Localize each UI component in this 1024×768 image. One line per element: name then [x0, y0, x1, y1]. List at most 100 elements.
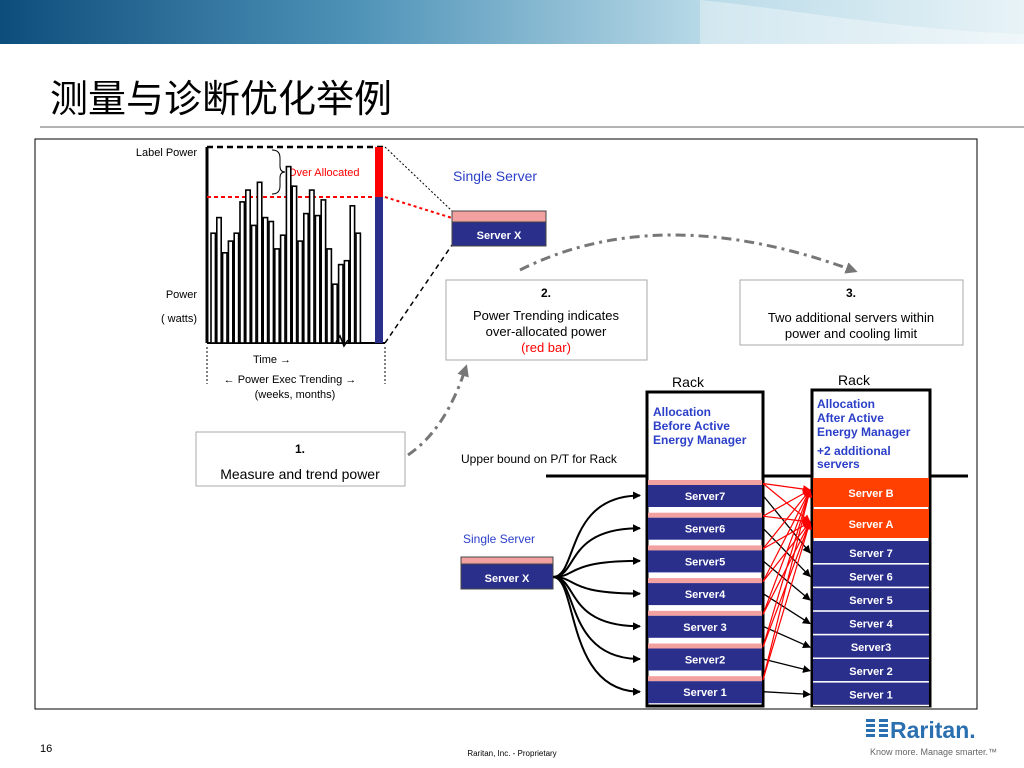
step-2-line2: over-allocated power	[486, 324, 607, 339]
page-title: 测量与诊断优化举例	[50, 77, 392, 121]
rack-after-alloc-1: Allocation	[817, 397, 875, 411]
map-arrow	[762, 690, 811, 698]
fan-arrows	[552, 491, 641, 696]
rack-after-new-server-label: Server B	[848, 488, 893, 500]
upper-bound-label: Upper bound on P/T for Rack	[461, 452, 618, 466]
rack-before-overalloc-strip	[648, 480, 762, 485]
rack-before-overalloc-strip	[648, 610, 762, 616]
label-power-text: Label Power	[136, 147, 197, 159]
exec-trending-label: ← Power Exec Trending →	[224, 374, 357, 386]
rack-before-server-label: Server4	[685, 589, 726, 601]
projection-line-bottom	[384, 244, 453, 344]
reclaim-arrow	[762, 489, 813, 680]
rack-after: Rack Allocation After Active Energy Mana…	[810, 372, 932, 708]
rack-before-server-label: Server2	[685, 655, 725, 667]
step-2-box: 2. Power Trending indicates over-allocat…	[445, 279, 648, 361]
step-3-number: 3.	[846, 286, 856, 300]
rack-after-server-label: Server 4	[849, 619, 893, 631]
trend-bar	[337, 263, 344, 344]
trend-bar	[302, 212, 309, 344]
rack-before-alloc-3: Energy Manager	[653, 433, 747, 447]
trend-bar	[308, 189, 315, 344]
rack-after-server-box	[813, 541, 929, 564]
rack-before-overalloc-strip	[648, 512, 762, 518]
step-1-number: 1.	[295, 442, 305, 456]
rack-after-server-label: Server 1	[849, 689, 892, 701]
rack-after-server-box	[813, 611, 929, 634]
page-number: 16	[40, 743, 52, 755]
trend-bar	[221, 252, 228, 344]
rack-after-new-server-box	[813, 478, 929, 507]
trend-bar	[233, 232, 240, 344]
over-allocated-red-bar	[375, 147, 383, 197]
axis-break-icon	[335, 334, 349, 348]
rack-before-title: Rack	[672, 374, 705, 390]
rack-before-overalloc-strip	[648, 676, 762, 682]
server-x-top-label: Server X	[477, 230, 522, 242]
reclaim-arrow	[762, 521, 812, 680]
raritan-logo: Raritan. Know more. Manage smarter.™	[866, 717, 997, 757]
step-2-line3: (red bar)	[521, 340, 571, 355]
trend-bar	[245, 189, 252, 344]
power-axis-label: Power	[166, 289, 198, 301]
step-3-box: 3. Two additional servers within power a…	[739, 279, 964, 346]
rack-before-overalloc-strip	[648, 578, 762, 584]
rack-after-extra-1: +2 additional	[817, 444, 891, 458]
rack-before-server-box	[648, 583, 762, 606]
reclaim-arrow	[762, 489, 811, 582]
rack-after-server-label: Server3	[851, 642, 891, 654]
rack-before-alloc-2: Before Active	[653, 419, 730, 433]
trend-bar	[285, 165, 292, 344]
rack-before: Rack Allocation Before Active Energy Man…	[645, 374, 765, 708]
server-x-top-overalloc	[451, 210, 547, 223]
footer-text: Raritan, Inc. - Proprietary	[467, 749, 556, 758]
trend-bar	[256, 181, 263, 344]
trend-bar	[326, 248, 333, 344]
raritan-logo-text: Raritan.	[890, 717, 976, 743]
trend-chart: Label Power Power ( watts) Over Allocate…	[136, 145, 386, 401]
map-arrow	[762, 658, 811, 673]
rack-before-server-box	[648, 648, 762, 671]
trend-bar	[279, 234, 286, 344]
rack-after-extra-2: servers	[817, 457, 860, 471]
step-3-line1: Two additional servers within	[768, 310, 934, 325]
map-arrows	[762, 482, 813, 698]
rack-after-server-box	[813, 659, 929, 682]
raritan-logo-icon	[866, 719, 888, 737]
rack-before-server-label: Server 1	[683, 687, 726, 699]
watts-axis-label: ( watts)	[161, 313, 197, 325]
step-3-line2: power and cooling limit	[785, 326, 918, 341]
trend-bar	[210, 232, 217, 344]
rack-after-title: Rack	[838, 372, 871, 388]
trend-bar	[297, 240, 304, 344]
trend-bar	[227, 240, 234, 344]
trend-bar	[320, 199, 327, 344]
trend-bar	[355, 232, 362, 344]
trend-bar	[273, 248, 280, 344]
step-1-text: Measure and trend power	[220, 466, 380, 482]
raritan-logo-tagline: Know more. Manage smarter.™	[870, 747, 997, 757]
rack-after-server-box	[813, 564, 929, 587]
over-allocated-bracket	[271, 149, 286, 195]
rack-after-server-label: Server 2	[849, 666, 892, 678]
rack-after-server-label: Server 5	[849, 595, 892, 607]
rack-before-overalloc-strip	[648, 545, 762, 551]
fan-arrow	[552, 556, 641, 578]
step-2-number: 2.	[541, 286, 551, 300]
trend-bar	[331, 283, 338, 344]
flow-arrow-1-to-2	[407, 364, 469, 457]
rack-after-alloc-3: Energy Manager	[817, 425, 911, 439]
weeks-months-label: (weeks, months)	[255, 389, 336, 401]
trend-bar	[216, 216, 223, 344]
server-x-bottom-overalloc	[460, 556, 554, 565]
trend-bar	[291, 185, 298, 344]
rack-after-new-server-label: Server A	[849, 519, 894, 531]
reclaim-arrow	[762, 489, 811, 517]
rack-after-server-label: Server 7	[849, 548, 892, 560]
header-decor	[700, 0, 1024, 44]
over-allocated-text: Over Allocated	[288, 167, 360, 179]
rack-before-server-box	[648, 681, 762, 704]
trend-bar	[262, 216, 269, 344]
